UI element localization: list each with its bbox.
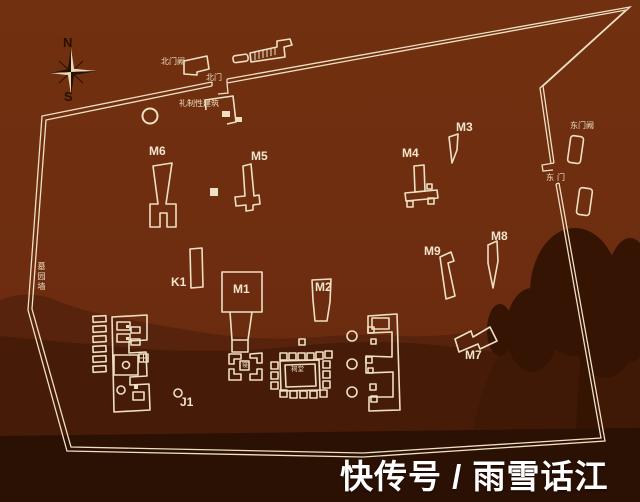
compass-north-label: N <box>63 35 73 50</box>
east-gate-label: 东门 <box>546 173 568 182</box>
tomb-m3-label: M3 <box>456 120 473 134</box>
watermark-text: 快传号 / 雨雪话江南 <box>340 458 609 495</box>
compass-rose-icon <box>50 48 97 95</box>
north-gate-label: 北门 <box>206 73 222 82</box>
tomb-m8-label: M8 <box>491 229 508 243</box>
tomb-m9-label: M9 <box>424 244 441 258</box>
tomb-m1-shape <box>221 271 263 313</box>
tomb-m3-shape <box>448 133 459 164</box>
ritual-building-label: 礼制性建筑 <box>179 99 219 108</box>
north-gate-tower-shape <box>183 55 210 76</box>
tomb-m4-shape <box>413 164 426 193</box>
compass-south-label: S <box>64 89 73 104</box>
tomb-m9-shape <box>439 251 456 300</box>
sleeping-hall-shape <box>228 352 263 381</box>
tomb-m6-shape <box>149 162 177 228</box>
tomb-m7-shape <box>454 326 498 353</box>
tomb-m2-label: M2 <box>315 280 332 294</box>
tomb-m1-label: M1 <box>233 282 250 296</box>
pit-k1-label: K1 <box>171 275 187 289</box>
pit-k1-shape <box>189 247 204 289</box>
well-j1-shape <box>173 388 183 398</box>
east-gate-tower-north-shape <box>566 134 585 165</box>
tomb-m8-shape <box>487 240 499 289</box>
tomb-m2-shape <box>311 278 332 322</box>
tomb-m5-label: M5 <box>251 149 268 163</box>
tomb-m4-label: M4 <box>402 146 419 160</box>
cemetery-wall-label: 墓园墙 <box>37 262 46 292</box>
north-hatched-bar-shape <box>249 38 293 63</box>
north-gate-tower-label: 北门阙 <box>161 57 185 66</box>
tomb-m6-label: M6 <box>149 144 166 158</box>
east-gate-tower-south-shape <box>575 186 594 217</box>
cemetery-wall <box>27 5 633 458</box>
west-annex-shape <box>92 314 151 413</box>
tomb-m5-shape <box>234 163 261 212</box>
east-gate-tower-label: 东门阙 <box>570 121 594 130</box>
ritual-building-shape <box>204 95 237 125</box>
sleeping-hall-label: 寝 <box>242 363 249 369</box>
well-j1-label: J1 <box>180 395 194 409</box>
north-pad-shape <box>232 53 249 64</box>
shrine-shape <box>270 338 333 399</box>
shrine-label: 祠堂 <box>291 366 304 373</box>
east-annex-shape <box>346 313 401 412</box>
tomb-m7-label: M7 <box>465 348 482 362</box>
structures <box>92 38 594 413</box>
pond-shape <box>141 107 159 125</box>
